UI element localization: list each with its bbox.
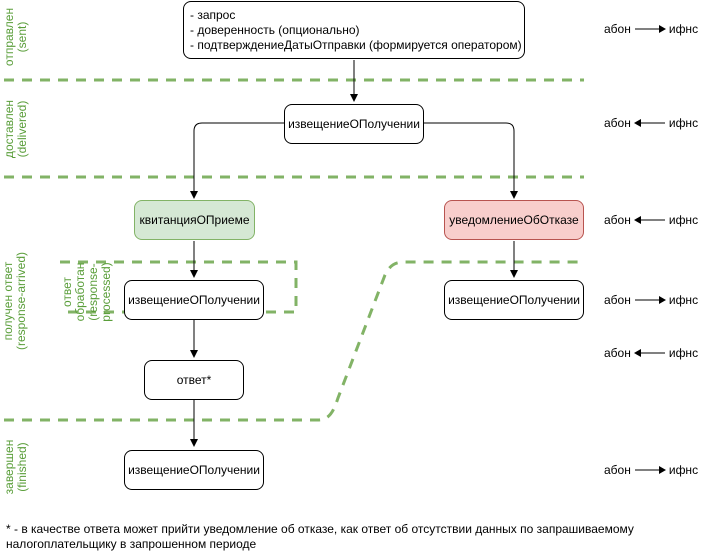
arrow-left-icon — [633, 119, 665, 127]
direction-from: абон — [604, 116, 631, 130]
phase-delivered-text: доставлен (delivered) — [2, 99, 29, 159]
request-node: - запрос - доверенность (опционально) - … — [183, 1, 525, 59]
direction-finished: абон ифнс — [604, 463, 698, 477]
phase-label-sent: отправлен (sent) — [2, 0, 33, 77]
arrow-right-icon — [634, 466, 666, 474]
direction-from: абон — [604, 22, 631, 36]
footnote: * - в качестве ответа может прийти уведо… — [6, 522, 634, 551]
answer-node: ответ* — [144, 360, 244, 400]
direction-from: абон — [604, 346, 631, 360]
receipt-notice-delivered: извещениеОПолучении — [284, 104, 424, 144]
receipt-notice-finished: извещениеОПолучении — [124, 450, 264, 490]
phase-label-finished: завершен (finished) — [2, 427, 33, 507]
direction-acceptance: абон ифнс — [604, 213, 698, 227]
receipt-notice-refusal: извещениеОПолучении — [444, 280, 584, 320]
refusal-notice-node: уведомлениеОбОтказе — [444, 200, 584, 240]
direction-processed: абон ифнс — [604, 293, 698, 307]
direction-from: абон — [604, 463, 631, 477]
request-item: - подтверждениеДатыОтправки (формируется… — [190, 38, 522, 52]
phase-label-response-processed: ответ обработан (response- processed) — [60, 250, 117, 334]
arrow-right-icon — [634, 296, 666, 304]
phase-response-arrived-text: получен ответ (response-arrived) — [1, 251, 28, 351]
edge-receipt-to-acceptance — [190, 122, 284, 199]
acceptance-receipt-node: квитанцияОПриеме — [134, 200, 255, 240]
direction-from: абон — [604, 213, 631, 227]
direction-to: ифнс — [668, 116, 699, 130]
phase-response-processed-text: ответ обработан (response- processed) — [60, 262, 113, 322]
direction-to: ифнс — [668, 22, 699, 36]
direction-to: ифнс — [668, 346, 699, 360]
direction-delivered: абон ифнс — [604, 116, 698, 130]
phase-label-delivered: доставлен (delivered) — [2, 85, 33, 173]
request-item: - доверенность (опционально) — [190, 23, 360, 37]
direction-sent: абон ифнс — [604, 22, 698, 36]
direction-to: ифнс — [668, 293, 699, 307]
receipt-notice-processed: извещениеОПолучении — [124, 280, 264, 320]
request-item: - запрос — [190, 8, 236, 22]
arrow-left-icon — [633, 349, 665, 357]
edge-receipt-to-refusal — [424, 122, 518, 199]
direction-from: абон — [604, 293, 631, 307]
phase-sent-text: отправлен (sent) — [2, 7, 29, 67]
direction-to: ифнс — [668, 463, 699, 477]
arrow-right-icon — [634, 25, 666, 33]
direction-to: ифнс — [668, 213, 699, 227]
arrow-left-icon — [633, 216, 665, 224]
direction-answer: абон ифнс — [604, 346, 698, 360]
phase-finished-text: завершен (finished) — [2, 439, 29, 495]
phase-label-response-arrived: получен ответ (response-arrived) — [1, 226, 32, 376]
